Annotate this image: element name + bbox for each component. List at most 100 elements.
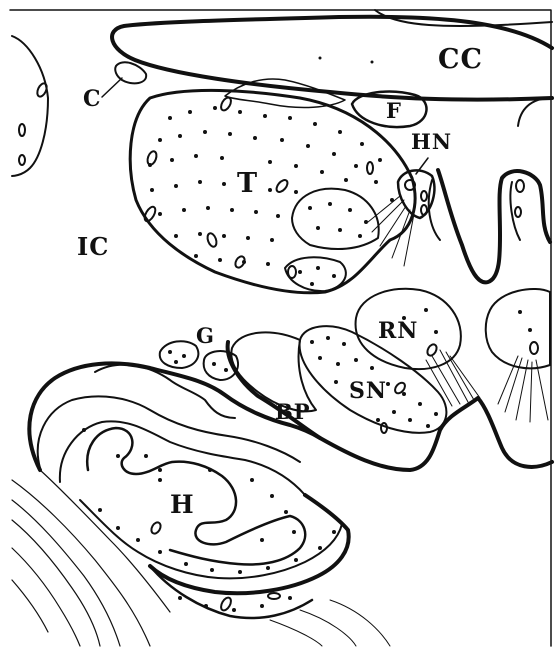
dot: [158, 212, 162, 216]
dot: [194, 154, 198, 158]
dot: [168, 116, 172, 120]
dot: [238, 110, 242, 114]
dot: [220, 156, 224, 160]
dot: [308, 206, 312, 210]
vessel-oval: [268, 593, 280, 599]
vessel-oval: [367, 162, 373, 174]
label-rn: RN: [378, 318, 418, 344]
dot: [116, 526, 120, 530]
dot: [298, 270, 302, 274]
vessel-oval: [150, 521, 163, 535]
dot: [390, 198, 394, 202]
dot: [354, 358, 358, 362]
dot: [332, 152, 336, 156]
vessel-oval: [530, 342, 538, 354]
dot: [370, 366, 374, 370]
dot: [250, 478, 254, 482]
dot: [348, 208, 352, 212]
dot: [268, 188, 272, 192]
dot: [238, 570, 242, 574]
dot: [198, 232, 202, 236]
label-f: F: [386, 98, 402, 123]
dot: [402, 392, 406, 396]
third-ventricle-outline: [438, 170, 550, 282]
label-bp: BP: [275, 399, 311, 424]
dot: [266, 262, 270, 266]
dot: [158, 468, 162, 472]
vessel-oval: [515, 207, 521, 217]
dot: [174, 360, 178, 364]
dot: [332, 530, 336, 534]
dot: [284, 510, 288, 514]
dot: [378, 158, 382, 162]
dot: [144, 454, 148, 458]
dot: [338, 228, 342, 232]
thalamus-outline: [130, 90, 415, 292]
dot: [158, 550, 162, 554]
dot: [178, 134, 182, 138]
dot: [198, 180, 202, 184]
dot: [288, 116, 292, 120]
dot: [230, 208, 234, 212]
dot: [336, 362, 340, 366]
vessel-oval: [381, 423, 387, 433]
dot: [376, 418, 380, 422]
dot: [203, 130, 207, 134]
dot: [254, 210, 258, 214]
dot: [319, 57, 322, 60]
dot: [408, 418, 412, 422]
dot: [253, 136, 257, 140]
label-t: T: [237, 168, 258, 199]
dot: [528, 328, 532, 332]
dot: [268, 160, 272, 164]
vessel-oval: [421, 191, 427, 201]
vessel-oval: [219, 96, 233, 112]
fibers-lower-right: [270, 600, 390, 646]
dot: [276, 214, 280, 218]
dot: [392, 410, 396, 414]
stipple-dots: [82, 57, 532, 613]
dot: [232, 608, 236, 612]
label-h: H: [170, 490, 195, 519]
dot: [246, 236, 250, 240]
dot: [204, 604, 208, 608]
label-cc: CC: [438, 44, 483, 75]
label-g: G: [196, 323, 215, 348]
dot: [332, 274, 336, 278]
dot: [136, 538, 140, 542]
dot: [260, 538, 264, 542]
dot: [213, 106, 217, 110]
hippocampus-band-2: [60, 421, 305, 495]
dot: [334, 380, 338, 384]
dot: [174, 184, 178, 188]
ventricle-edge: [518, 98, 552, 126]
dot: [294, 190, 298, 194]
dot: [364, 220, 368, 224]
dot: [342, 342, 346, 346]
dot: [174, 234, 178, 238]
vessel-oval: [206, 232, 218, 248]
dot: [318, 546, 322, 550]
thalamus-inner-lobe: [292, 189, 379, 249]
dot: [194, 254, 198, 258]
vessel-oval: [146, 150, 158, 166]
vessel-oval: [143, 205, 158, 223]
label-ic: IC: [77, 232, 109, 261]
dot: [320, 170, 324, 174]
thalamus-lower-lobe: [285, 257, 346, 291]
dot: [208, 468, 212, 472]
vessel-oval: [274, 178, 289, 194]
dot: [288, 596, 292, 600]
dot: [210, 568, 214, 572]
dot: [418, 402, 422, 406]
dot: [98, 508, 102, 512]
dot: [371, 61, 374, 64]
dot: [306, 144, 310, 148]
dot: [358, 234, 362, 238]
dot: [82, 428, 86, 432]
dot: [354, 164, 358, 168]
caudate-pointer: [102, 78, 122, 97]
dot: [326, 336, 330, 340]
dot: [310, 282, 314, 286]
